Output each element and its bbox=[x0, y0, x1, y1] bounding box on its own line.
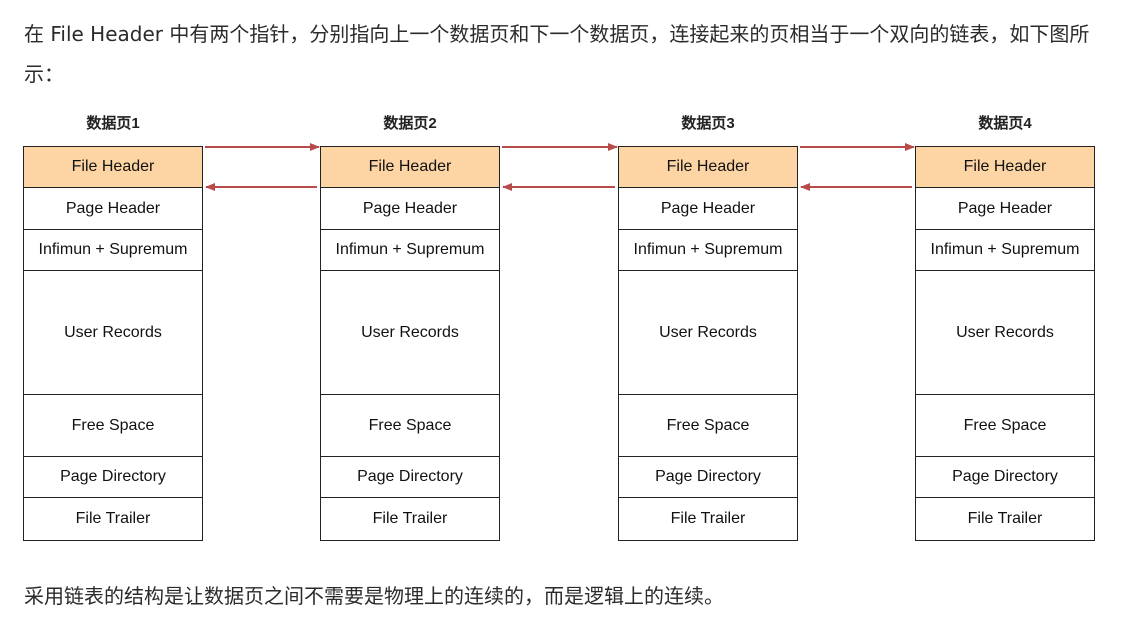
page-1-infimun-supremum: Infimun + Supremum bbox=[24, 230, 202, 271]
page-title-4: 数据页4 bbox=[978, 115, 1032, 132]
page-2-page-header: Page Header bbox=[321, 188, 499, 230]
page-1-free-space: Free Space bbox=[24, 395, 202, 457]
page-1-file-header: File Header bbox=[24, 147, 202, 188]
page-4-page-directory: Page Directory bbox=[916, 457, 1094, 498]
page-1-page-directory: Page Directory bbox=[24, 457, 202, 498]
page-3-page-header: Page Header bbox=[619, 188, 797, 230]
page-3-file-header: File Header bbox=[619, 147, 797, 188]
page-title-3: 数据页3 bbox=[681, 115, 735, 132]
page-2-infimun-supremum: Infimun + Supremum bbox=[321, 230, 499, 271]
page-3-free-space: Free Space bbox=[619, 395, 797, 457]
page-3-infimun-supremum: Infimun + Supremum bbox=[619, 230, 797, 271]
page-2-user-records: User Records bbox=[321, 271, 499, 395]
page-4-file-trailer: File Trailer bbox=[967, 510, 1043, 527]
page-2-file-header: File Header bbox=[321, 147, 499, 188]
page-1-page-header: Page Header bbox=[24, 188, 202, 230]
page-3-page-directory: Page Directory bbox=[619, 457, 797, 498]
page-4-user-records: User Records bbox=[916, 271, 1094, 395]
page-1-file-trailer: File Trailer bbox=[75, 510, 151, 527]
page-4-infimun-supremum: Infimun + Supremum bbox=[916, 230, 1094, 271]
page-4-page-header: Page Header bbox=[916, 188, 1094, 230]
page-3-file-trailer: File Trailer bbox=[670, 510, 746, 527]
page-3-user-records: User Records bbox=[619, 271, 797, 395]
page-title-2: 数据页2 bbox=[383, 115, 437, 132]
page-2-file-trailer: File Trailer bbox=[372, 510, 448, 527]
page-title-1: 数据页1 bbox=[86, 115, 140, 132]
page-4-free-space: Free Space bbox=[916, 395, 1094, 457]
outro-paragraph: 采用链表的结构是让数据页之间不需要是物理上的连续的，而是逻辑上的连续。 bbox=[24, 584, 724, 608]
intro-paragraph: 在 File Header 中有两个指针，分别指向上一个数据页和下一个数据页，连… bbox=[24, 22, 1090, 86]
page-2-page-directory: Page Directory bbox=[321, 457, 499, 498]
page-1-user-records: User Records bbox=[24, 271, 202, 395]
page-2-free-space: Free Space bbox=[321, 395, 499, 457]
page-4-file-header: File Header bbox=[916, 147, 1094, 188]
